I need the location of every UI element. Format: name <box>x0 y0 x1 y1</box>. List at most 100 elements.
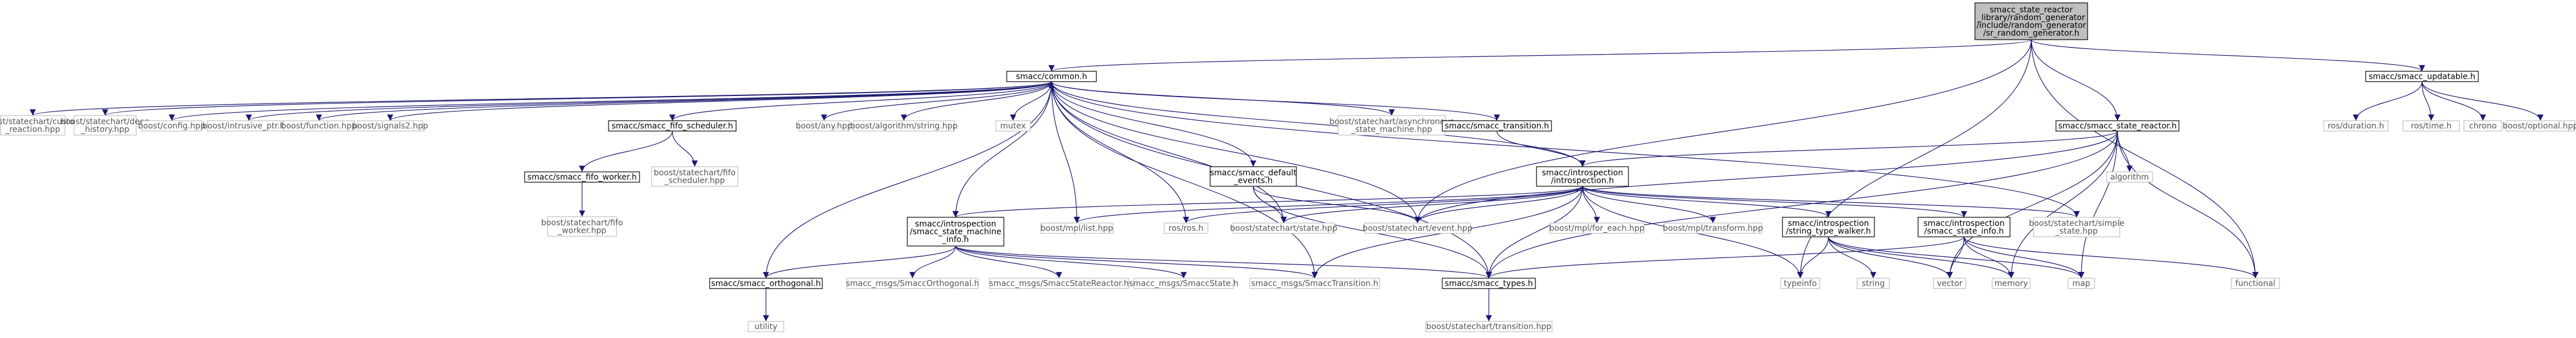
node-label-line: map <box>2072 279 2090 289</box>
node-box <box>2106 171 2153 183</box>
edge-introspection-to-mpl_for_each <box>1582 186 1600 224</box>
edge-state_info-to-vector <box>1946 236 1965 279</box>
edge-common-to-sc_state <box>1051 81 1287 224</box>
node-ros-duration: ros/duration.h <box>2323 120 2389 132</box>
node-label-line: smacc/smacc_updatable.h <box>2369 72 2475 82</box>
node-label-line: boost/mpl/for_each.hpp <box>1549 224 1645 233</box>
node-label-line: chrono <box>2469 122 2497 131</box>
node-mutex: mutex <box>995 120 1031 132</box>
edge-string_type_walker-to-string <box>1828 236 1877 279</box>
node-orthogonal[interactable]: smacc/smacc_orthogonal.h <box>709 278 823 289</box>
node-fifo-scheduler[interactable]: smacc/smacc_fifo_scheduler.h <box>608 120 737 132</box>
node-algorithm: algorithm <box>2106 171 2153 183</box>
node-box <box>141 120 202 132</box>
edge-sm_info-to-smacc_types <box>955 245 1492 279</box>
node-fifo-worker-hpp: boost/statechart/fifo_worker.hpp <box>541 216 623 237</box>
node-box <box>1442 120 1552 132</box>
node-common[interactable]: smacc/common.h <box>1006 71 1097 82</box>
edge-state_info-to-memory <box>1963 236 2015 279</box>
node-label-line: _info.h <box>942 235 969 244</box>
node-box <box>651 166 738 187</box>
node-algo-string: boost/algorithm/string.hpp <box>850 120 958 132</box>
node-msg-state-reactor: smacc_msgs/SmaccStateReactor.h <box>989 278 1129 289</box>
edge-state_info-to-functional <box>1963 236 2259 279</box>
edge-fifo_scheduler-to-fifo_worker <box>579 130 673 172</box>
node-label-line: boost/config.hpp <box>138 122 206 131</box>
edge-root-to-updatable <box>2031 39 2425 72</box>
node-label-line: boost/function.hpp <box>281 122 357 131</box>
edge-root-to-reactor <box>2031 39 2121 121</box>
edge-common-to-sm_info <box>952 81 1052 218</box>
node-label-line: smacc/introspection <box>1923 219 2004 228</box>
node-default-events[interactable]: smacc/smacc_default_events.h <box>1210 166 1297 187</box>
node-transition-h[interactable]: smacc/smacc_transition.h <box>1442 120 1552 132</box>
node-mpl-transform: boost/mpl/transform.hpp <box>1663 222 1763 234</box>
node-label-line: boost/statechart/event.hpp <box>1362 224 1472 233</box>
edge-reactor-to-memory <box>2008 130 2118 279</box>
node-mpl-list: boost/mpl/list.hpp <box>1040 222 1114 234</box>
node-state-info[interactable]: smacc/introspection/smacc_state_info.h <box>1917 217 2011 237</box>
edge-updatable-to-optional <box>2421 81 2544 121</box>
node-ros-ros: ros/ros.h <box>1164 222 1208 234</box>
edge-root-to-functional <box>2031 39 2259 279</box>
node-label-line: smacc/smacc_fifo_worker.h <box>527 173 637 182</box>
node-msg-transition: smacc_msgs/SmaccTransition.h <box>1249 278 1380 289</box>
node-fifo-scheduler-hpp: boost/statechart/fifo_scheduler.hpp <box>651 166 738 187</box>
edge-introspection-to-sm_info <box>953 186 1583 218</box>
edge-updatable-to-ros_time <box>2421 81 2435 121</box>
node-sm-info[interactable]: smacc/introspection/smacc_state_machine_… <box>907 217 1004 247</box>
node-label-line: boost/statechart/simple <box>2029 219 2124 228</box>
node-deep-history: boost/statechart/deep_history.hpp <box>60 115 150 136</box>
node-label-line: boost/mpl/list.hpp <box>1041 224 1113 233</box>
node-label-line: /include/random_generator <box>1977 21 2086 30</box>
node-updatable[interactable]: smacc/smacc_updatable.h <box>2365 71 2479 82</box>
node-label-line: smacc_msgs/SmaccStateReactor.h <box>989 279 1129 289</box>
node-box <box>1442 278 1536 289</box>
edge-reactor-to-smacc_types <box>1485 130 2118 279</box>
node-label-line: boost/statechart/asynchronous <box>1329 117 1454 126</box>
node-reactor[interactable]: smacc/smacc_state_reactor.h <box>2055 120 2180 132</box>
edge-string_type_walker-to-typeinfo <box>1797 236 1829 279</box>
node-smacc-types[interactable]: smacc/smacc_types.h <box>1442 278 1536 289</box>
node-label-line: _history.hpp <box>80 125 129 134</box>
node-introspection[interactable]: smacc/introspection/introspection.h <box>1536 166 1629 187</box>
node-fifo-worker[interactable]: smacc/smacc_fifo_worker.h <box>524 171 640 183</box>
node-string-type-walker[interactable]: smacc/introspection/string_type_walker.h <box>1782 217 1875 237</box>
node-box <box>357 120 423 132</box>
edge-common-to-config <box>169 81 1052 121</box>
node-box <box>1006 71 1097 82</box>
node-box <box>1210 166 1297 187</box>
node-sc-transition: boost/statechart/transition.hpp <box>1425 321 1553 332</box>
node-label-line: smacc_state_reactor <box>1990 5 2073 14</box>
node-box <box>1040 222 1114 234</box>
node-box <box>2067 278 2095 289</box>
edge-common-to-introspection <box>1051 81 1586 167</box>
node-intrusive-ptr: boost/intrusive_ptr.hpp <box>202 120 295 132</box>
edge-introspection-to-sc_event <box>1414 186 1583 224</box>
edge-common-to-custom_reaction <box>30 81 1052 116</box>
edge-reactor-to-sc_event <box>1414 130 2118 224</box>
node-label-line: boost/statechart/deep <box>60 117 149 126</box>
node-ros-time: ros/time.h <box>2402 120 2460 132</box>
edge-introspection-to-mpl_transform <box>1582 186 1716 224</box>
node-label-line: _worker.hpp <box>557 226 607 235</box>
node-box <box>907 217 1004 247</box>
node-custom-reaction: boost/statechart/custom_reaction.hpp <box>0 115 82 136</box>
edge-sm_info-to-msg_transition <box>955 245 1318 279</box>
node-root[interactable]: smacc_state_reactor_library/random_gener… <box>1974 2 2088 40</box>
node-mpl-for-each: boost/mpl/for_each.hpp <box>1549 222 1645 234</box>
node-box <box>1536 166 1629 187</box>
node-label-line: boost/statechart/transition.hpp <box>1426 322 1551 332</box>
node-label-line: smacc/smacc_default <box>1210 168 1297 178</box>
node-label-line: boost/any.hpp <box>796 122 852 131</box>
node-label-line: boost/statechart/state.hpp <box>1230 224 1338 233</box>
node-box <box>283 120 355 132</box>
node-box <box>989 278 1129 289</box>
edge-state_info-to-smacc_types <box>1485 236 1965 279</box>
node-label-line: ros/ros.h <box>1169 224 1204 233</box>
edge-common-to-fifo_scheduler <box>669 81 1052 121</box>
node-label-line: /smacc_state_info.h <box>1924 226 2004 236</box>
edge-common-to-mpl_list <box>1051 81 1080 224</box>
node-label-line: _events.h <box>1233 176 1273 185</box>
node-label-line: boost/algorithm/string.hpp <box>850 122 957 131</box>
